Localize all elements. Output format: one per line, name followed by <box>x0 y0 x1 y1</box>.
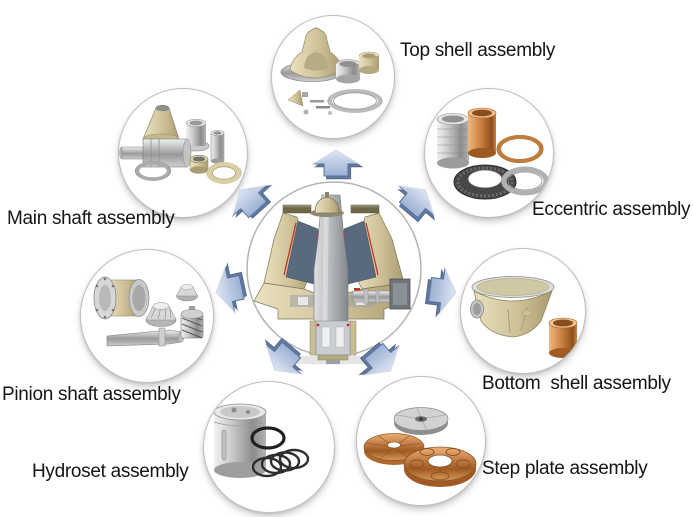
hydroset-parts-icon <box>213 403 310 478</box>
main-shaft-assembly-circle <box>118 88 248 218</box>
label-pinion-shaft-assembly: Pinion shaft assembly <box>2 384 181 405</box>
main-shaft-parts-icon <box>119 104 242 184</box>
label-step-plate-assembly: Step plate assembly <box>482 458 648 479</box>
bottom-shell-parts-icon <box>470 276 578 358</box>
step-plate-parts-icon <box>363 407 477 487</box>
arrow-to-bottom-shell-icon <box>423 265 460 319</box>
arrow-to-top-shell-icon <box>312 149 363 180</box>
bottom-shell-assembly-circle <box>460 248 586 374</box>
top-shell-parts-icon <box>280 27 383 115</box>
hydroset-assembly-circle <box>203 381 335 513</box>
label-main-shaft-assembly: Main shaft assembly <box>7 208 175 229</box>
eccentric-assembly-circle <box>424 88 554 218</box>
pinion-shaft-parts-icon <box>93 276 204 347</box>
label-eccentric-assembly: Eccentric assembly <box>532 199 691 220</box>
label-hydroset-assembly: Hydroset assembly <box>32 461 189 482</box>
step-plate-assembly-circle <box>356 376 486 506</box>
center-crusher-circle <box>246 181 422 365</box>
eccentric-parts-icon <box>436 107 549 200</box>
cone-crusher-cross-section <box>253 192 411 364</box>
pinion-shaft-assembly-circle <box>80 249 214 383</box>
label-top-shell-assembly: Top shell assembly <box>400 40 556 61</box>
top-shell-assembly-circle <box>271 15 395 139</box>
label-bottom-shell-assembly: Bottom shell assembly <box>482 373 671 394</box>
